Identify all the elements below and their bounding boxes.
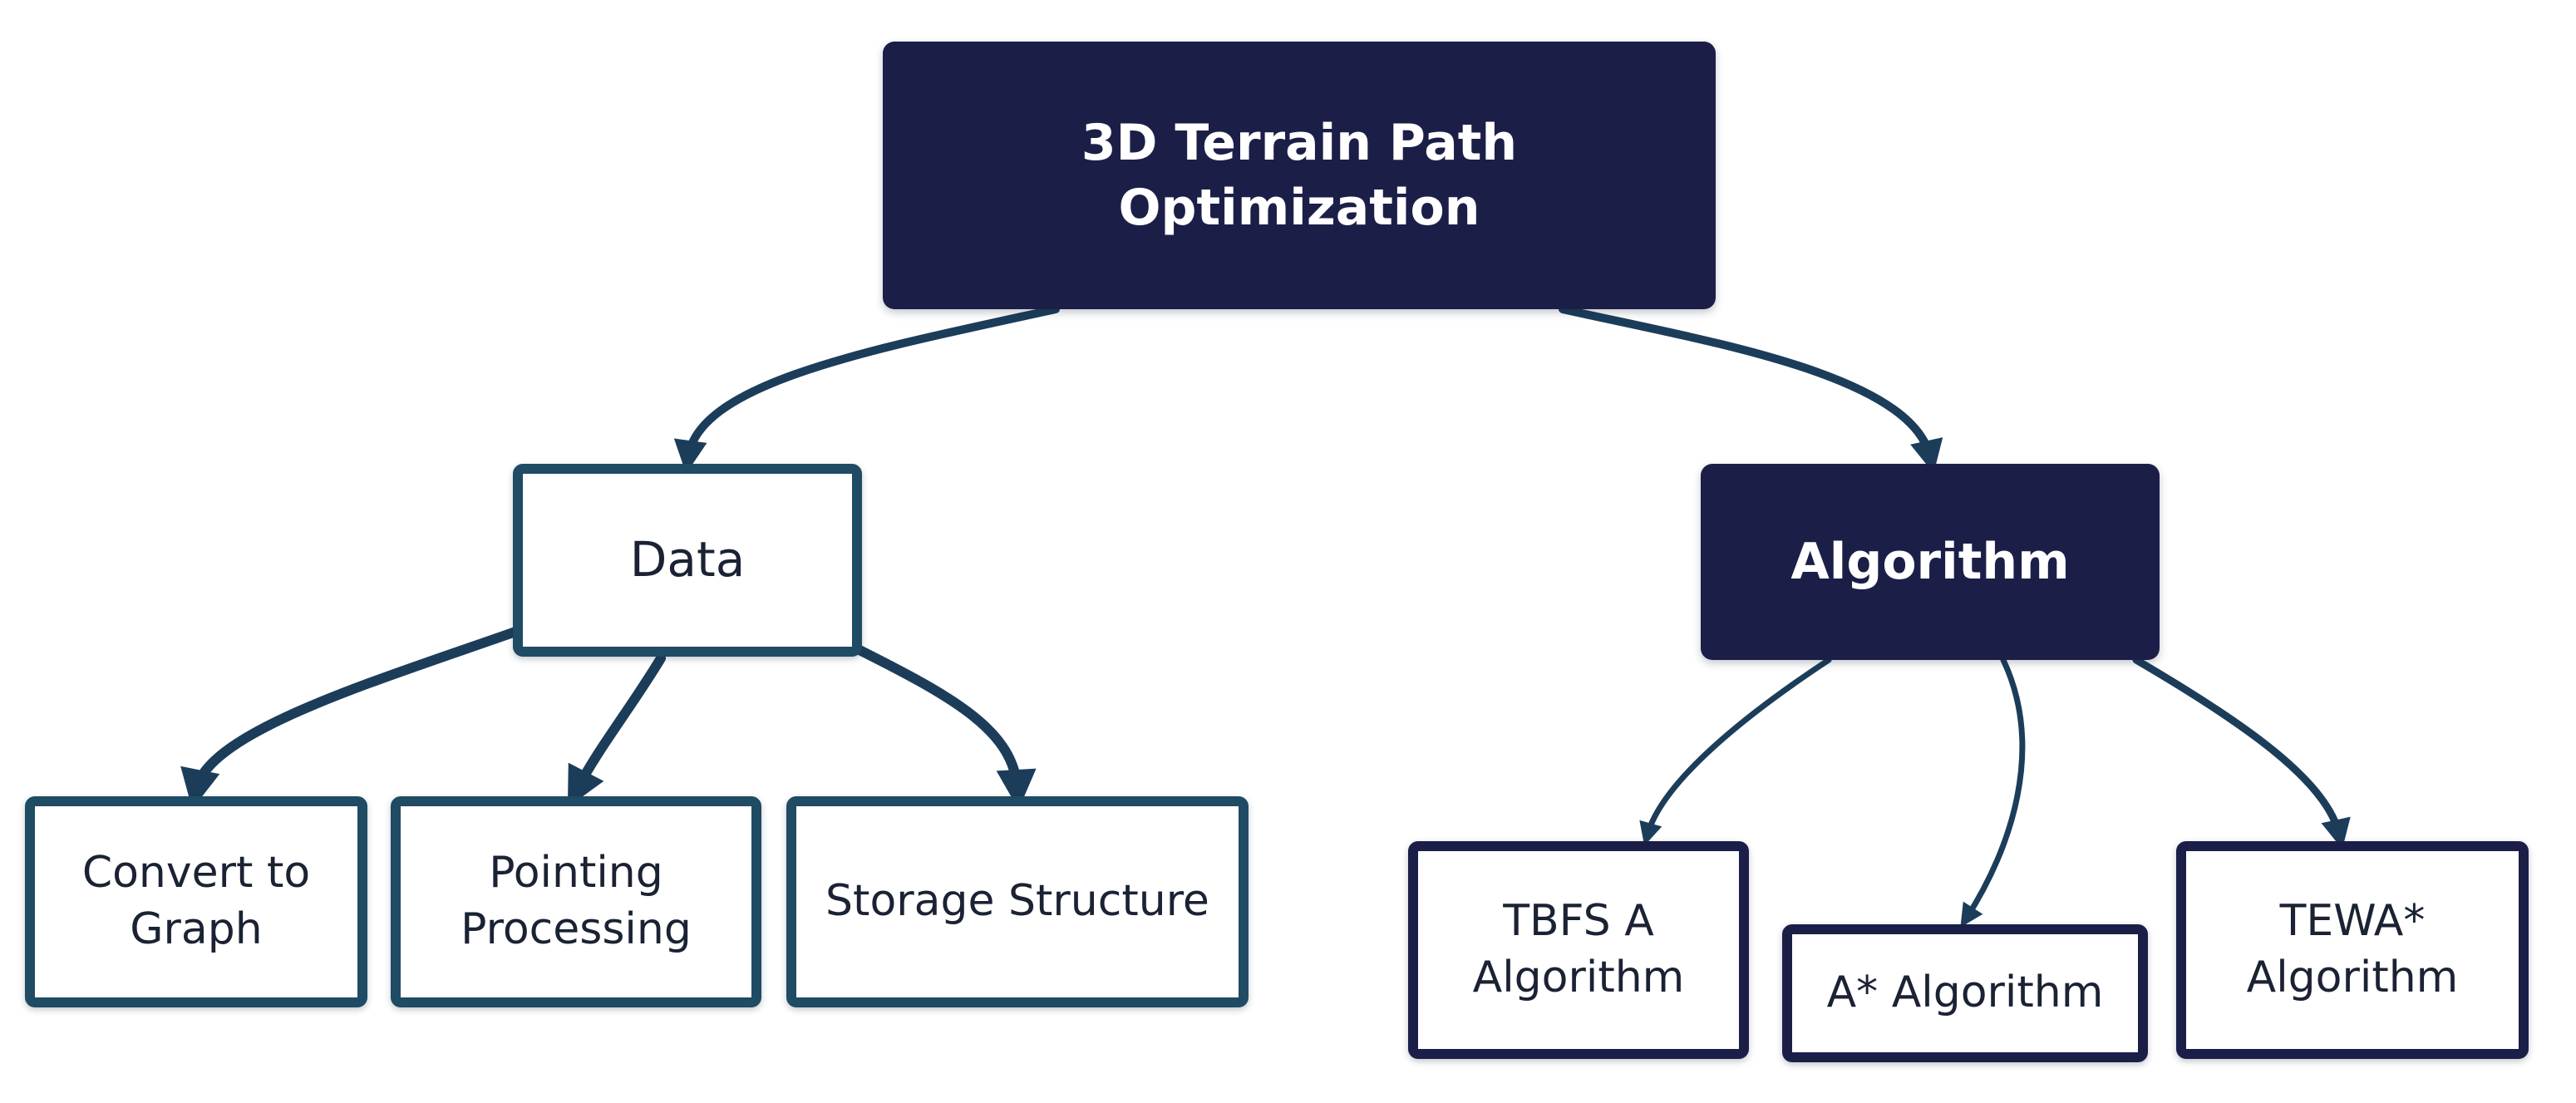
root-node: 3D Terrain Path Optimization <box>883 42 1716 309</box>
pointing-processing-label: Pointing Processing <box>461 848 692 954</box>
tbfs-a-algorithm-node: TBFS A Algorithm <box>1408 841 1749 1059</box>
storage-structure-label: Storage Structure <box>825 876 1209 927</box>
connector-data-to-convert <box>180 627 520 810</box>
a-star-algorithm-node: A* Algorithm <box>1782 924 2148 1062</box>
connector-root-to-algorithm <box>1559 305 1943 474</box>
tewa-star-algorithm-label: TEWA* Algorithm <box>2246 896 2459 1002</box>
connector-algorithm-to-tbfs <box>1639 657 1832 846</box>
data-node-label: Data <box>629 531 746 588</box>
tewa-star-algorithm-node: TEWA* Algorithm <box>2176 841 2529 1059</box>
storage-structure-node: Storage Structure <box>786 796 1249 1007</box>
data-node: Data <box>513 464 862 657</box>
connector-data-to-pointing <box>567 653 666 808</box>
algorithm-node-label: Algorithm <box>1790 533 2070 591</box>
pointing-processing-node: Pointing Processing <box>391 796 761 1007</box>
connector-root-to-data <box>673 305 1060 474</box>
connector-algorithm-to-astar <box>1960 657 2026 928</box>
algorithm-node: Algorithm <box>1701 464 2160 660</box>
a-star-algorithm-label: A* Algorithm <box>1826 968 2104 1018</box>
tbfs-a-algorithm-label: TBFS A Algorithm <box>1472 896 1685 1002</box>
connector-algorithm-to-tewa <box>2132 656 2351 849</box>
convert-to-graph-node: Convert to Graph <box>25 796 367 1007</box>
connector-data-to-storage <box>851 643 1037 810</box>
root-node-label: 3D Terrain Path Optimization <box>1081 114 1518 237</box>
convert-to-graph-label: Convert to Graph <box>81 848 311 954</box>
